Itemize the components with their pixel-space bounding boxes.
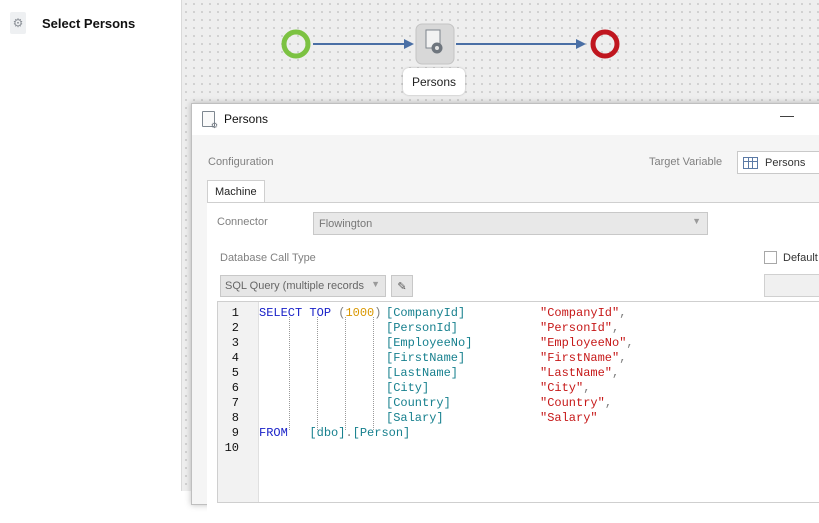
alias-line: "EmployeeNo", bbox=[540, 336, 634, 351]
target-variable-label: Target Variable bbox=[649, 156, 723, 168]
column-identifier: [CompanyId] bbox=[386, 306, 466, 320]
string-literal: "Salary" bbox=[540, 411, 598, 425]
comma: , bbox=[604, 396, 613, 410]
line-number: 9 bbox=[231, 426, 239, 440]
indent-guide bbox=[289, 317, 290, 430]
flow-list-panel: ⚙ Select Persons bbox=[0, 0, 182, 491]
line-number: 10 bbox=[224, 441, 239, 455]
start-node[interactable] bbox=[281, 29, 311, 59]
checkbox-box[interactable] bbox=[764, 251, 777, 264]
comma: , bbox=[619, 351, 627, 365]
persons-node-label[interactable]: Persons bbox=[403, 68, 465, 95]
line-number: 7 bbox=[231, 396, 239, 410]
database-call-type-value: SQL Query (multiple records bbox=[225, 280, 364, 292]
alias-line: "LastName", bbox=[540, 366, 619, 381]
alias-line: "FirstName", bbox=[540, 351, 626, 366]
alias-line: "Country", bbox=[540, 396, 612, 411]
indent-guide bbox=[317, 317, 318, 430]
database-call-type-select[interactable]: SQL Query (multiple records ▼ bbox=[220, 275, 386, 297]
default-label: Default bbox=[783, 251, 818, 264]
database-call-type-label: Database Call Type bbox=[220, 252, 316, 264]
dialog-body: Configuration Target Variable Persons Ma… bbox=[192, 135, 819, 523]
end-node[interactable] bbox=[590, 29, 620, 59]
column-identifier: [LastName] bbox=[386, 366, 459, 380]
alias-line: "City", bbox=[540, 381, 590, 396]
gear-icon-hole bbox=[435, 46, 439, 50]
comma: , bbox=[583, 381, 591, 395]
string-literal: "EmployeeNo" bbox=[540, 336, 627, 350]
persons-dialog: Persons — Configuration Target Variable … bbox=[191, 103, 819, 523]
table-identifier: [Person] bbox=[352, 426, 411, 440]
code-line-1: SELECT TOP (1000) bbox=[259, 306, 381, 321]
indent-guide bbox=[345, 317, 346, 430]
table-grid-icon bbox=[743, 156, 758, 169]
paren: ) bbox=[374, 306, 382, 320]
column-identifier: [FirstName] bbox=[386, 351, 466, 365]
string-literal: "PersonId" bbox=[540, 321, 613, 335]
minimize-button[interactable]: — bbox=[780, 107, 794, 123]
target-variable-value: Persons bbox=[765, 156, 806, 169]
string-literal: "City" bbox=[540, 381, 584, 395]
column-identifier: [PersonId] bbox=[386, 321, 459, 335]
line-number: 5 bbox=[231, 366, 239, 380]
comma: , bbox=[612, 321, 620, 335]
target-variable-select[interactable]: Persons bbox=[737, 151, 819, 174]
flow-item-select-persons[interactable]: ⚙ Select Persons bbox=[10, 12, 135, 34]
string-literal: "CompanyId" bbox=[540, 306, 620, 320]
column-identifier: [EmployeeNo] bbox=[386, 336, 473, 350]
keyword: FROM bbox=[259, 426, 288, 440]
indent-guide bbox=[373, 317, 374, 430]
sql-code-editor[interactable]: 1 2 3 4 5 6 7 8 9 10 SELECT TOP (1000) [… bbox=[217, 301, 819, 503]
string-literal: "FirstName" bbox=[540, 351, 620, 365]
configuration-label: Configuration bbox=[208, 156, 274, 168]
column-identifier: [City] bbox=[386, 381, 430, 395]
connector-label: Connector bbox=[217, 216, 268, 228]
string-literal: "LastName" bbox=[540, 366, 613, 380]
connector-value: Flowington bbox=[319, 217, 373, 230]
chevron-down-icon: ▼ bbox=[371, 279, 380, 289]
line-number: 4 bbox=[231, 351, 239, 365]
number-literal: 1000 bbox=[345, 306, 375, 320]
pencil-icon: ✎ bbox=[397, 280, 407, 293]
tab-machine[interactable]: Machine bbox=[207, 180, 265, 203]
database-doc-icon bbox=[202, 111, 218, 130]
alias-line: "Salary" bbox=[540, 411, 598, 426]
alias-line: "CompanyId", bbox=[540, 306, 626, 321]
comma: , bbox=[612, 366, 620, 380]
keyword: SELECT bbox=[259, 306, 303, 320]
edit-query-button[interactable]: ✎ bbox=[391, 275, 413, 297]
gear-icon: ⚙ bbox=[10, 12, 26, 34]
line-number-gutter: 1 2 3 4 5 6 7 8 9 10 bbox=[218, 302, 259, 502]
flow-item-label: Select Persons bbox=[42, 15, 136, 31]
comma: , bbox=[619, 306, 627, 320]
comma: , bbox=[626, 336, 634, 350]
dialog-title: Persons bbox=[224, 112, 269, 126]
default-value-field[interactable] bbox=[764, 274, 819, 297]
dialog-title-bar[interactable]: Persons — bbox=[192, 104, 819, 134]
column-identifier: [Salary] bbox=[386, 411, 444, 425]
connector-select[interactable]: Flowington ▼ bbox=[313, 212, 708, 235]
line-number: 8 bbox=[231, 411, 239, 425]
alias-line: "PersonId", bbox=[540, 321, 619, 336]
paren: ( bbox=[338, 306, 346, 320]
line-number: 2 bbox=[231, 321, 239, 335]
dot: . bbox=[345, 426, 353, 440]
code-line-9: FROM [dbo].[Person] bbox=[259, 426, 410, 441]
line-number: 6 bbox=[231, 381, 239, 395]
flow-diagram bbox=[281, 23, 620, 65]
line-number: 1 bbox=[231, 306, 239, 320]
line-number: 3 bbox=[231, 336, 239, 350]
chevron-down-icon: ▼ bbox=[692, 216, 701, 226]
default-checkbox[interactable]: Default bbox=[764, 251, 818, 264]
keyword: TOP bbox=[309, 306, 332, 320]
string-literal: "Country" bbox=[540, 396, 605, 410]
column-identifier: [Country] bbox=[386, 396, 451, 410]
schema-identifier: [dbo] bbox=[309, 426, 346, 440]
